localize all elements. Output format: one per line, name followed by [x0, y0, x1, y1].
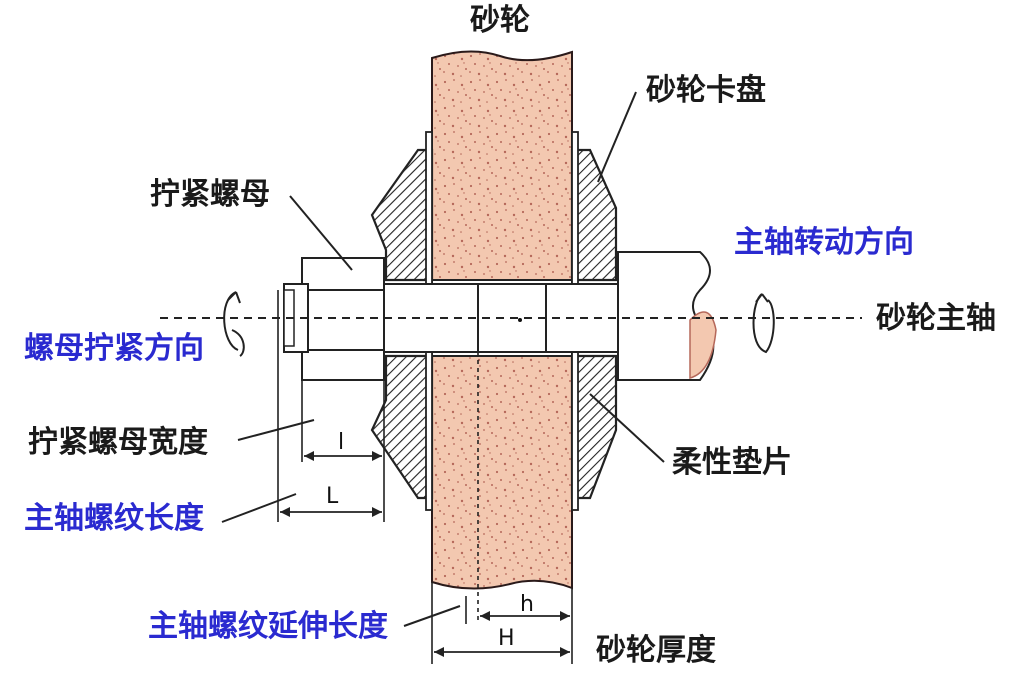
- dim-L-label: L: [326, 484, 339, 509]
- spindle-break-mark: [689, 311, 717, 379]
- label-thread-extension: 主轴螺纹延伸长度: [148, 609, 388, 644]
- nut-leader-line: [289, 195, 353, 271]
- label-flange: 砂轮卡盘: [646, 73, 766, 108]
- label-wheel: 砂轮: [470, 3, 530, 38]
- dim-L-line: [280, 507, 382, 517]
- label-wheel-thickness: 砂轮厚度: [596, 633, 716, 668]
- gasket-leader-line: [589, 393, 665, 463]
- flange-leader-line: [597, 91, 637, 183]
- thread-length-leader-line: [221, 493, 297, 523]
- nut-rotation-arrow: [223, 291, 245, 357]
- dim-h-label: h: [520, 592, 534, 617]
- label-spindle: 砂轮主轴: [876, 301, 996, 336]
- dim-H-label: H: [498, 626, 515, 651]
- dim-l-label: l: [338, 430, 345, 455]
- label-spindle-rotation: 主轴转动方向: [734, 225, 914, 260]
- spindle-rotation-arrow: [752, 293, 775, 354]
- dim-h-line: [480, 611, 570, 621]
- label-gasket: 柔性垫片: [672, 445, 792, 480]
- label-thread-length: 主轴螺纹长度: [24, 501, 204, 536]
- dim-H-line: [434, 647, 570, 657]
- dim-l-line: [304, 451, 382, 461]
- label-nut: 拧紧螺母: [150, 177, 270, 212]
- label-nut-width: 拧紧螺母宽度: [28, 425, 208, 460]
- label-nut-tighten-direction: 螺母拧紧方向: [24, 331, 204, 366]
